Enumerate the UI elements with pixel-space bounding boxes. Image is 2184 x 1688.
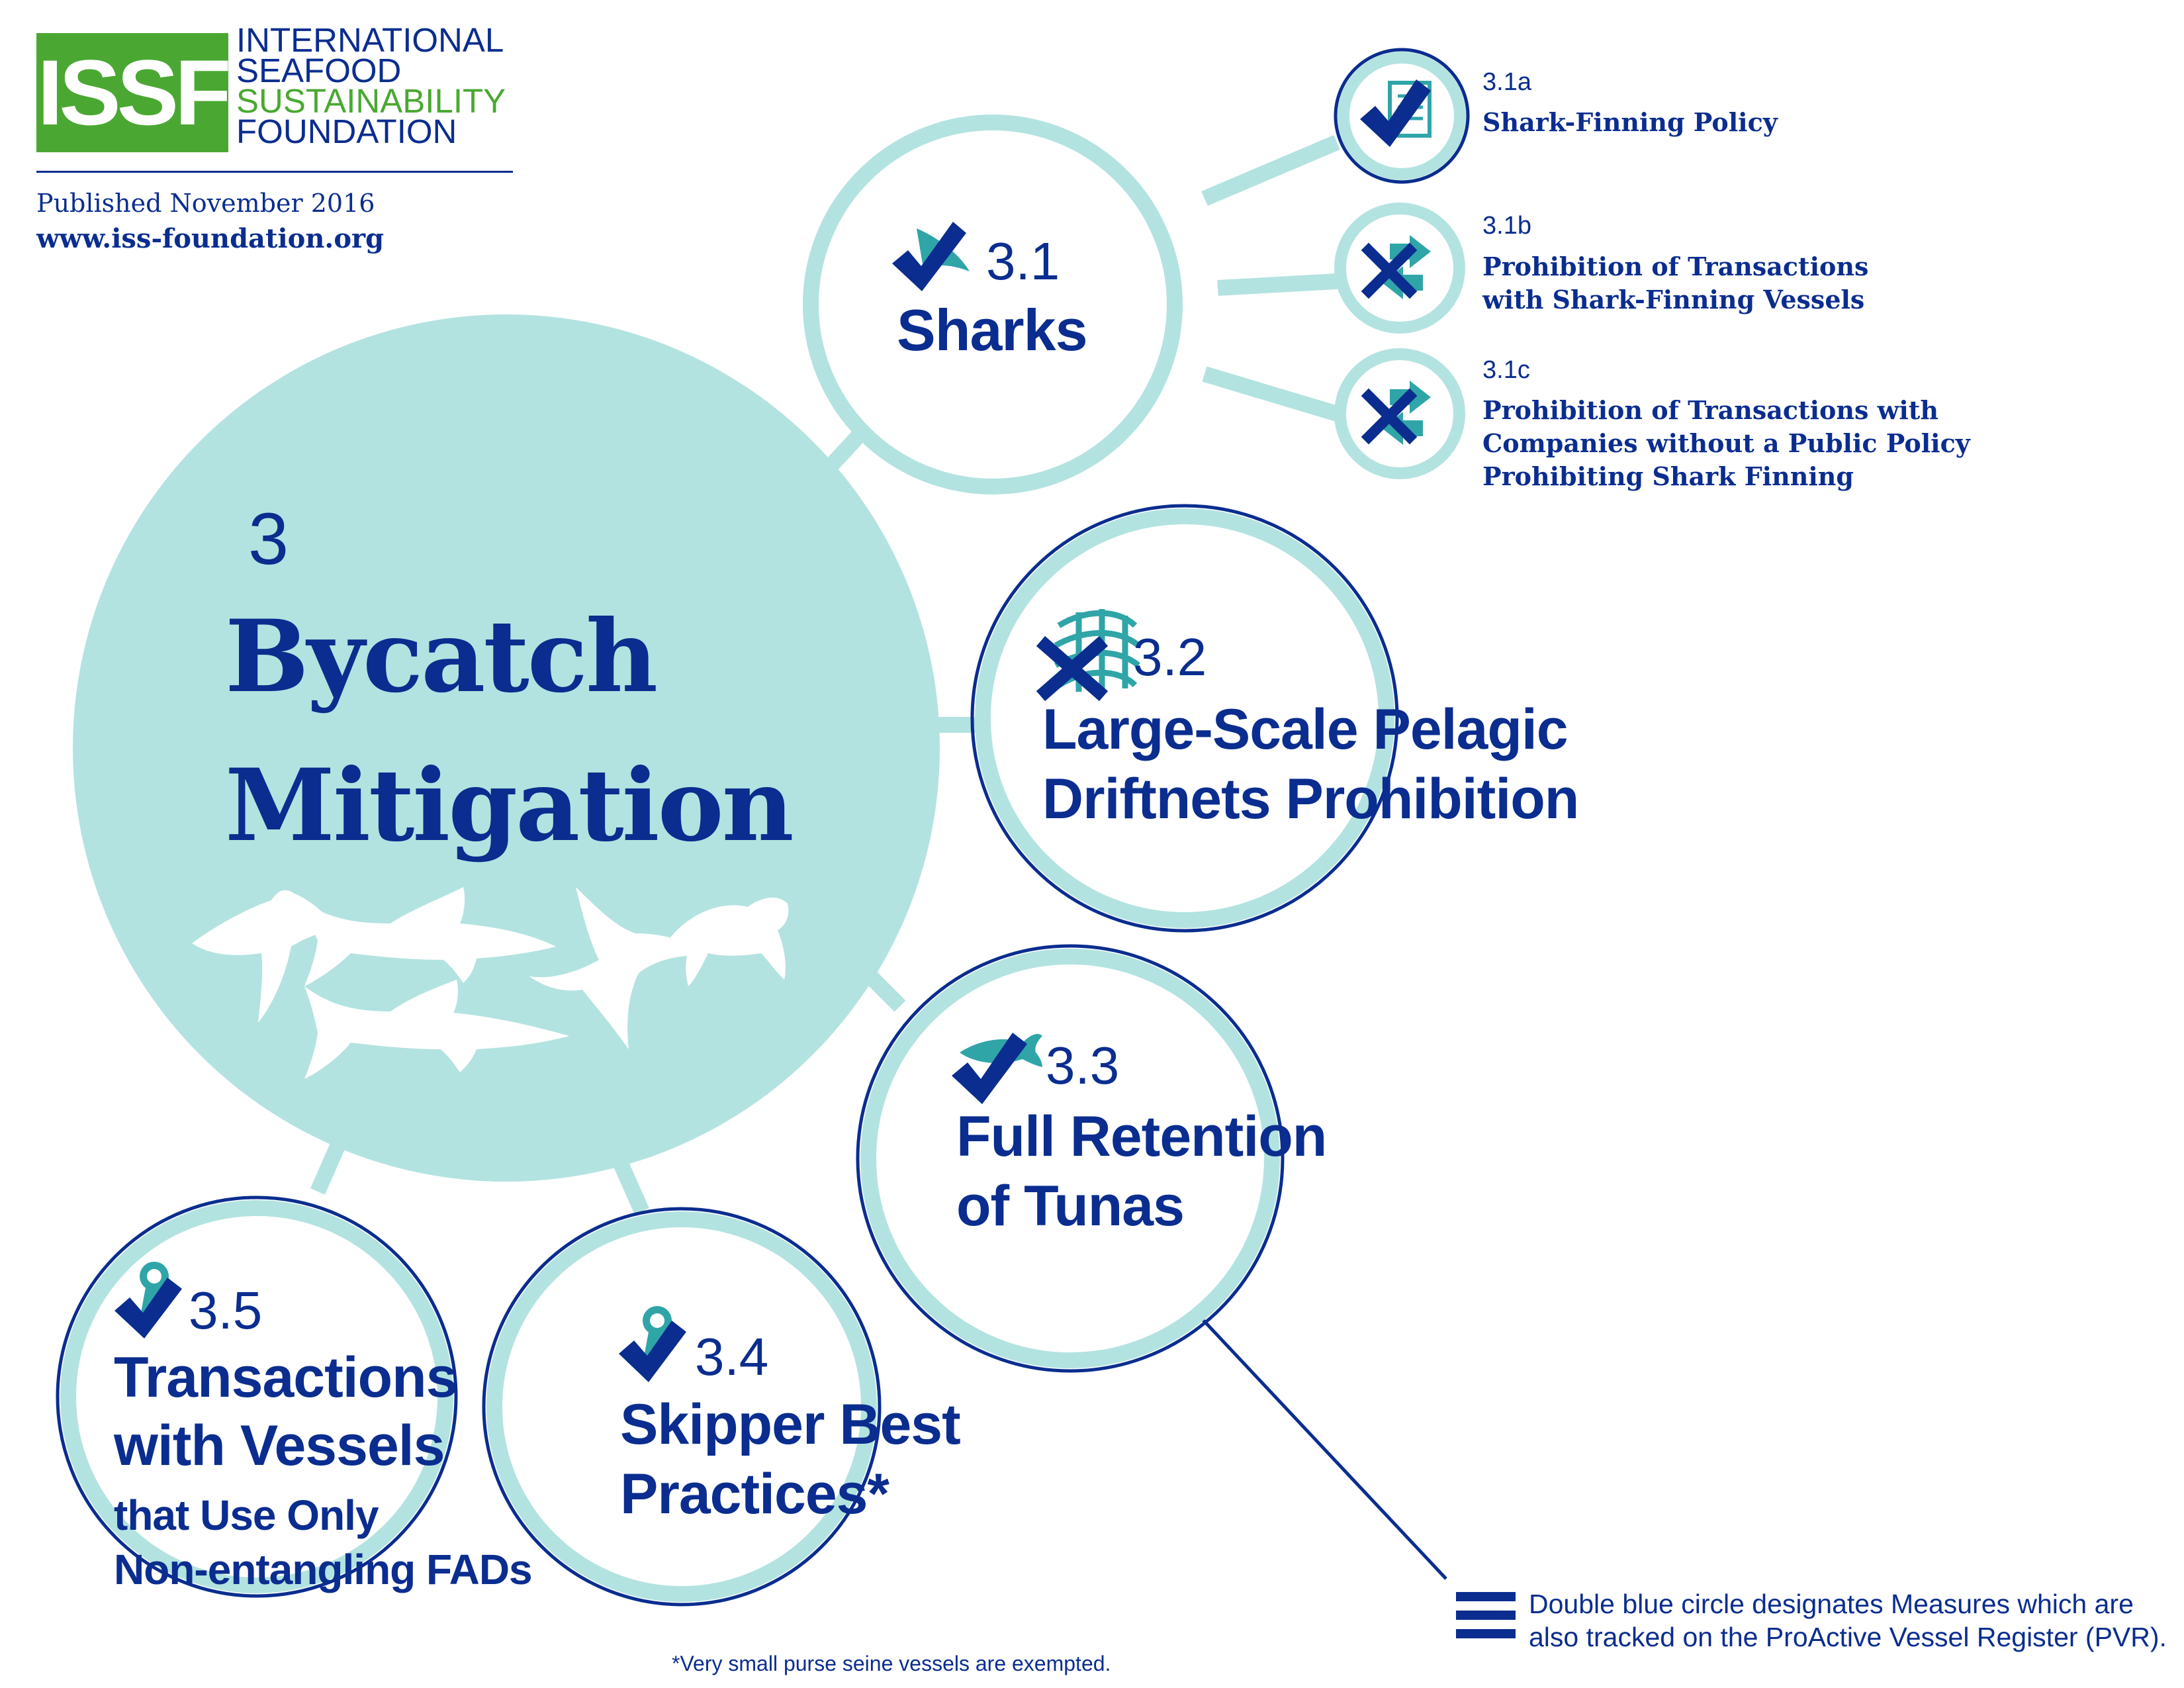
issf-logo: ISSF — [36, 33, 232, 152]
main-title-line: Mitigation — [225, 747, 794, 864]
submeasure-title-3-1a: Shark-Finning Policy — [1482, 106, 1778, 139]
submeasure-title-line: Shark-Finning Policy — [1482, 107, 1778, 137]
footnote: *Very small purse seine vessels are exem… — [672, 1652, 1111, 1675]
legend-line: Double blue circle designates Measures w… — [1529, 1589, 2134, 1619]
check-icon — [114, 1278, 182, 1338]
circle-3-5-blue-ring — [56, 1196, 458, 1598]
legend-pointer-line — [1190, 1306, 1447, 1580]
submeasure-title-line: with Shark-Finning Vessels — [1482, 285, 1865, 314]
website-link[interactable]: www.iss-foundation.org — [36, 223, 385, 254]
submeasure-title-3-1b: Prohibition of Transactions with Shark-F… — [1482, 250, 1868, 316]
icon-3-1b — [1361, 235, 1431, 299]
icon-3-3 — [952, 1033, 1042, 1104]
submeasure-title-3-1c: Prohibition of Transactions with Compani… — [1482, 394, 1970, 493]
bycatch-silhouettes — [192, 887, 789, 1079]
org-line: SEAFOOD — [236, 52, 402, 89]
cross-icon — [1361, 242, 1418, 299]
org-line: FOUNDATION — [236, 113, 457, 150]
measure-number-3-3: 3.3 — [1046, 1036, 1120, 1095]
org-name: INTERNATIONAL SEAFOOD SUSTAINABILITY FOU… — [236, 21, 506, 150]
circle-3-3-blue-ring — [856, 944, 1285, 1373]
logo-text: ISSF — [37, 40, 231, 144]
icon-3-4 — [619, 1306, 686, 1382]
org-line: INTERNATIONAL — [236, 21, 504, 59]
icon-3-2 — [1036, 609, 1140, 702]
connector-3-1-3-1c — [1202, 366, 1340, 422]
legend-line: also tracked on the ProActive Vessel Reg… — [1529, 1622, 2167, 1652]
submeasure-title-line: Companies without a Public Policy — [1482, 428, 1970, 458]
connector-main-3-5 — [310, 1135, 348, 1195]
measure-title-line: Driftnets Prohibition — [1042, 767, 1579, 831]
measure-title-3-3: Full Retention of Tunas — [956, 1102, 1327, 1241]
circle-3-4-outer — [486, 1211, 877, 1602]
measure-title-line: Practices* — [620, 1462, 889, 1526]
submeasure-code-3-1b: 3.1b — [1482, 212, 1531, 240]
measure-number-3-5: 3.5 — [189, 1281, 263, 1340]
measure-title-line: Transactions — [114, 1346, 458, 1409]
icon-3-1c — [1361, 381, 1431, 445]
measure-number-3-4: 3.4 — [695, 1327, 769, 1386]
submeasure-title-line: Prohibition of Transactions with — [1482, 395, 1938, 425]
bird-icon — [192, 890, 338, 1023]
measure-title-line: Skipper Best — [620, 1393, 961, 1456]
main-title: Bycatch Mitigation — [225, 583, 794, 880]
shark-icon — [301, 887, 556, 986]
main-circle — [73, 314, 940, 1182]
check-icon — [1360, 79, 1431, 147]
measure-title-line: with Vessels — [114, 1414, 445, 1477]
icon-3-1 — [892, 222, 970, 291]
submeasure-title-line: Prohibition of Transactions — [1482, 252, 1869, 281]
circle-3-1b — [1334, 203, 1465, 334]
circle-3-1c — [1334, 348, 1465, 479]
cross-icon — [1361, 388, 1418, 445]
circle-3-1a-blue-ring — [1334, 48, 1470, 184]
measure-subtitle-line: that Use Only — [114, 1491, 379, 1539]
measure-subtitle-line: Non-entangling FADs — [114, 1546, 533, 1593]
header-divider — [36, 171, 513, 173]
check-icon — [892, 222, 966, 291]
cross-icon — [1036, 635, 1109, 702]
submeasure-title-line: Prohibiting Shark Finning — [1482, 461, 1854, 491]
icon-3-1a — [1360, 79, 1432, 147]
measure-title-line: Large-Scale Pelagic — [1042, 698, 1569, 761]
measure-title-3-5: Transactions with Vessels — [114, 1344, 458, 1480]
check-icon — [619, 1321, 686, 1382]
submeasure-code-3-1a: 3.1a — [1482, 68, 1531, 96]
published-date: Published November 2016 — [36, 189, 375, 218]
turtle-icon — [668, 897, 789, 986]
connector-3-1-3-1b — [1217, 273, 1338, 296]
connector-3-1-3-1a — [1201, 134, 1340, 207]
measure-title-3-1: Sharks — [897, 297, 1088, 363]
measure-title-line: Full Retention — [956, 1105, 1327, 1168]
measure-title-line: of Tunas — [956, 1174, 1185, 1238]
award-ribbon-icon — [643, 1306, 672, 1364]
submeasure-code-3-1c: 3.1c — [1482, 356, 1530, 384]
measure-number-3-1: 3.1 — [986, 232, 1060, 291]
manta-ray-icon — [529, 887, 708, 1049]
circle-3-4-blue-ring — [482, 1207, 882, 1607]
icon-3-5 — [114, 1262, 182, 1338]
main-title-line: Bycatch — [225, 598, 658, 715]
measure-number-3-2: 3.2 — [1133, 628, 1207, 686]
circle-3-2-blue-ring — [970, 504, 1399, 933]
main-number: 3 — [248, 498, 289, 580]
measure-title-3-4: Skipper Best Practices* — [620, 1390, 961, 1529]
measure-subtitle-3-5: that Use Only Non-entangling FADs — [114, 1488, 533, 1597]
org-line: SUSTAINABILITY — [236, 82, 506, 120]
circle-3-1 — [803, 115, 1183, 494]
double-line-icon — [1456, 1592, 1516, 1638]
check-icon — [952, 1033, 1027, 1104]
measure-title-3-2: Large-Scale Pelagic Driftnets Prohibitio… — [1042, 695, 1579, 834]
shark-icon — [304, 980, 569, 1079]
legend-text: Double blue circle designates Measures w… — [1529, 1587, 2167, 1654]
